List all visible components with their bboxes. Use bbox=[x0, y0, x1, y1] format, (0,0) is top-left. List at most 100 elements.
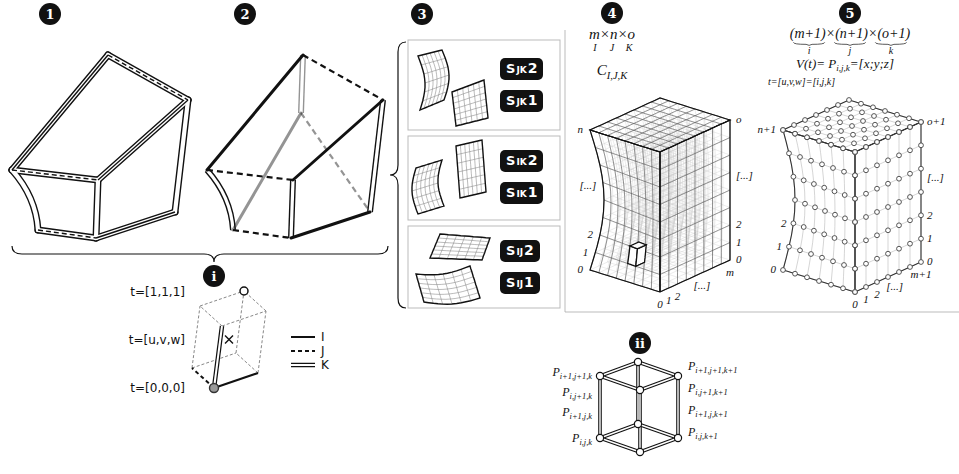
legend-swatch bbox=[291, 363, 315, 368]
vertex-dot bbox=[822, 185, 827, 190]
axis-tick-label: 2 bbox=[781, 218, 787, 230]
vertex-label: i+1,j,k+1 bbox=[695, 410, 727, 419]
axis-tick-label: 0 bbox=[927, 256, 933, 268]
vertex-dot bbox=[919, 166, 924, 171]
vertex-label: i,j,k+1 bbox=[695, 432, 717, 441]
surface-tag: IJ bbox=[516, 280, 523, 290]
cube-edge bbox=[233, 113, 301, 230]
axis-tick-label: n+1 bbox=[758, 124, 776, 136]
vertex-dot bbox=[864, 145, 869, 150]
box-edge bbox=[600, 424, 638, 438]
vertex-dot bbox=[842, 193, 847, 198]
axis-tick-label: 1 bbox=[927, 233, 933, 245]
surface-patch bbox=[456, 140, 486, 198]
vertex-formula: =[x;y;z] bbox=[850, 56, 894, 71]
axis-tick-label: [...] bbox=[694, 279, 711, 291]
vertex-dot bbox=[895, 112, 900, 117]
vertex-dot bbox=[842, 239, 847, 244]
axis-index: J bbox=[610, 43, 614, 54]
vertex-dot bbox=[907, 116, 912, 121]
box-edge bbox=[638, 424, 678, 438]
cell-lattice bbox=[590, 98, 730, 292]
box-edge bbox=[600, 376, 640, 390]
illustration-line bbox=[789, 153, 855, 175]
surface-tag: JK bbox=[516, 98, 526, 108]
illustration-line bbox=[789, 247, 855, 269]
cell-symbol: C bbox=[597, 62, 607, 78]
panel-number: 4 bbox=[607, 7, 616, 20]
vertex-dot bbox=[841, 286, 846, 291]
vertex-dot bbox=[908, 171, 913, 176]
vertex-dot bbox=[853, 196, 858, 201]
dimension-formula: m×n×o bbox=[589, 27, 635, 43]
surface-tag: 1 bbox=[528, 93, 538, 108]
panel-number: 1 bbox=[45, 8, 54, 21]
vertex-dot bbox=[853, 220, 858, 225]
surface-patch bbox=[416, 266, 480, 304]
vertex-dot bbox=[596, 434, 603, 441]
illustration-line bbox=[590, 130, 604, 270]
surface-patch bbox=[430, 234, 490, 260]
cube-edge bbox=[236, 353, 258, 373]
dimension-formula: (m+1)×(n+1)×(o+1) bbox=[790, 26, 910, 41]
vertex-dot bbox=[210, 384, 219, 393]
parameter-label: t=[1,1,1] bbox=[130, 286, 185, 299]
illustration-line bbox=[415, 198, 441, 206]
illustration-line bbox=[703, 132, 704, 272]
panel-number: 3 bbox=[411, 3, 433, 25]
cube-edge bbox=[175, 100, 188, 212]
legend-text: K bbox=[321, 359, 329, 371]
illustration-line bbox=[603, 183, 660, 205]
dimension-formula: m×n×o bbox=[589, 26, 635, 42]
vertex-label: P bbox=[572, 431, 579, 445]
cube-edge bbox=[258, 311, 266, 373]
axis-tick-label: n bbox=[578, 124, 584, 136]
axis-tick-label: 0 bbox=[657, 299, 663, 311]
vertex-label: P bbox=[688, 403, 695, 417]
illustration-line bbox=[805, 120, 877, 142]
vertex-dot bbox=[853, 150, 858, 155]
vertex-dot bbox=[897, 130, 902, 135]
vertex-dot bbox=[827, 125, 832, 130]
panel-number: 4 bbox=[601, 2, 623, 24]
surface-patch bbox=[452, 80, 488, 126]
axis-tick-label: o+1 bbox=[927, 116, 945, 128]
vertex-dot bbox=[803, 201, 808, 206]
box-edge bbox=[677, 376, 678, 438]
box-edge bbox=[640, 376, 678, 390]
axis-index: K bbox=[626, 43, 633, 54]
surface-tag: 2 bbox=[528, 61, 538, 76]
vertex-dot bbox=[817, 139, 822, 144]
illustration-line bbox=[660, 173, 730, 205]
parameter-label: t=[0,0,0] bbox=[130, 382, 185, 395]
vertex-dot bbox=[792, 123, 797, 128]
vertex-dot bbox=[864, 285, 869, 290]
legend-text: I bbox=[321, 331, 325, 343]
cell-symbol: I,J,K bbox=[607, 70, 627, 81]
illustration-line bbox=[660, 138, 730, 170]
cube-edge bbox=[38, 230, 96, 238]
vertex-dot bbox=[596, 372, 603, 379]
cube-edge bbox=[214, 326, 222, 388]
vertex-dot bbox=[787, 244, 792, 249]
box-edge bbox=[600, 362, 638, 376]
axis-tick-label: o bbox=[736, 114, 742, 126]
cube-edge bbox=[96, 212, 175, 238]
vertex-dot bbox=[919, 143, 924, 148]
vertex-dot bbox=[791, 174, 796, 179]
axis-tick-label: 1 bbox=[777, 241, 783, 253]
surface-patch bbox=[456, 140, 486, 198]
underbrace bbox=[875, 42, 906, 45]
illustration-line bbox=[838, 105, 910, 127]
vertex-dot bbox=[919, 213, 924, 218]
illustration-line bbox=[713, 115, 717, 255]
cube-edge bbox=[12, 170, 38, 230]
panel-number: 5 bbox=[839, 2, 861, 24]
box-edge bbox=[676, 376, 680, 438]
illustration-line bbox=[608, 104, 678, 136]
surface-patch bbox=[452, 80, 488, 126]
underbrace bbox=[793, 42, 824, 45]
box-edge bbox=[638, 424, 678, 438]
illustration-line bbox=[795, 200, 855, 222]
